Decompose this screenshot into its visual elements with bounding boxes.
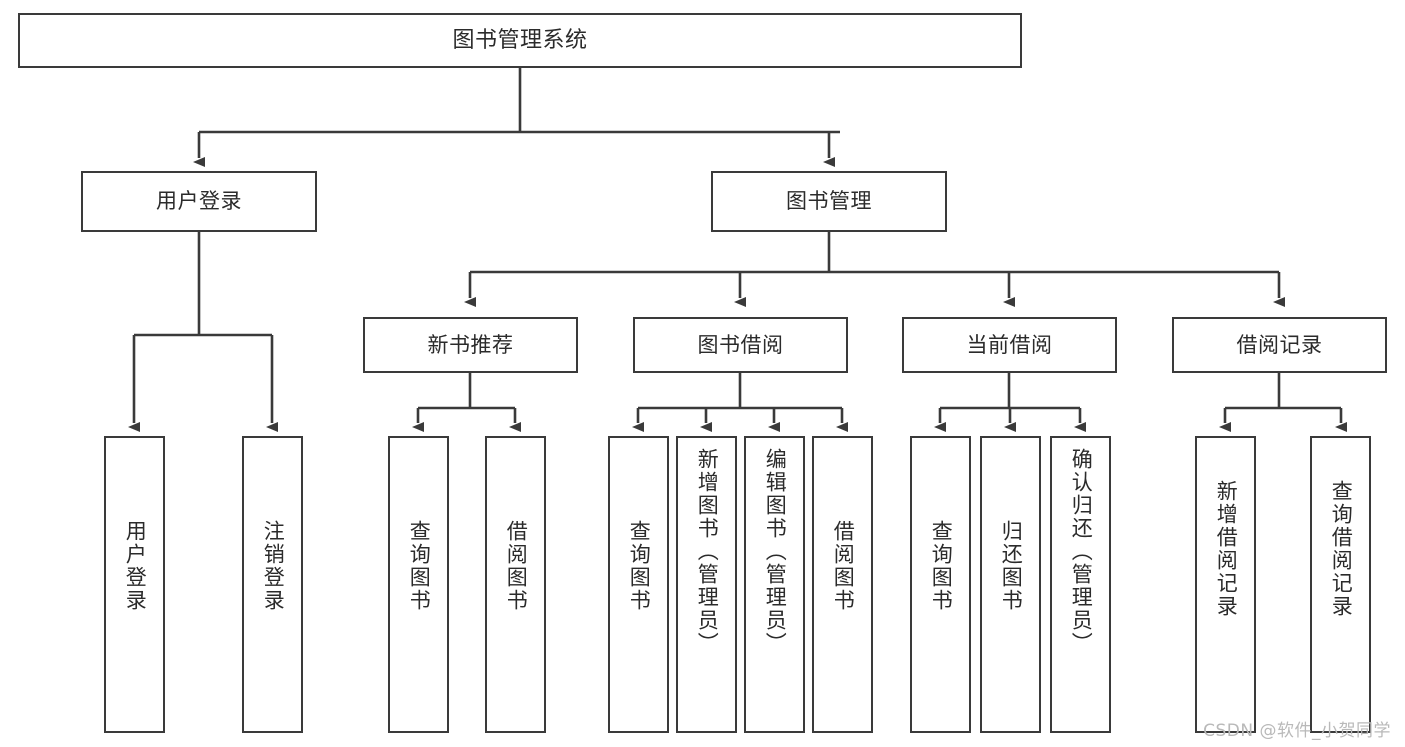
node-current-borrow-label: 当前借阅 <box>966 332 1053 357</box>
leaf-logout[interactable]: 注销登录 <box>242 436 303 733</box>
watermark-text: CSDN @软件_小贺同学 <box>1203 721 1391 741</box>
node-new-book-recommend-label: 新书推荐 <box>427 332 514 357</box>
leaf-confirm-return[interactable]: 确认归还（管理员） <box>1050 436 1111 733</box>
node-user-login-label: 用户登录 <box>156 189 242 214</box>
leaf-query-book-3[interactable]: 查询图书 <box>910 436 971 733</box>
node-borrow-record-label: 借阅记录 <box>1236 332 1323 357</box>
leaf-query-book-3-label: 查询图书 <box>929 520 954 612</box>
leaf-edit-book[interactable]: 编辑图书（管理员） <box>744 436 805 733</box>
leaf-add-book[interactable]: 新增图书（管理员） <box>676 436 737 733</box>
node-borrow-record[interactable]: 借阅记录 <box>1172 317 1387 373</box>
node-book-manage-label: 图书管理 <box>786 189 872 214</box>
node-book-borrow[interactable]: 图书借阅 <box>633 317 848 373</box>
node-user-login[interactable]: 用户登录 <box>81 171 317 232</box>
node-root-label: 图书管理系统 <box>452 27 588 53</box>
leaf-confirm-return-label: 确认归还（管理员） <box>1069 448 1094 655</box>
node-book-borrow-label: 图书借阅 <box>697 332 784 357</box>
node-root[interactable]: 图书管理系统 <box>18 13 1022 68</box>
leaf-add-record-label: 新增借阅记录 <box>1214 480 1239 618</box>
leaf-user-login[interactable]: 用户登录 <box>104 436 165 733</box>
leaf-query-book-2-label: 查询图书 <box>627 520 652 612</box>
leaf-borrow-book-1[interactable]: 借阅图书 <box>485 436 546 733</box>
leaf-borrow-book-1-label: 借阅图书 <box>504 520 529 612</box>
leaf-query-book-2[interactable]: 查询图书 <box>608 436 669 733</box>
leaf-query-record[interactable]: 查询借阅记录 <box>1310 436 1371 733</box>
leaf-return-book-label: 归还图书 <box>999 520 1024 612</box>
leaf-edit-book-label: 编辑图书（管理员） <box>763 448 788 655</box>
leaf-query-book-1-label: 查询图书 <box>407 520 432 612</box>
node-current-borrow[interactable]: 当前借阅 <box>902 317 1117 373</box>
leaf-borrow-book-2[interactable]: 借阅图书 <box>812 436 873 733</box>
leaf-add-book-label: 新增图书（管理员） <box>695 448 720 655</box>
leaf-query-record-label: 查询借阅记录 <box>1329 480 1354 618</box>
leaf-query-book-1[interactable]: 查询图书 <box>388 436 449 733</box>
leaf-borrow-book-2-label: 借阅图书 <box>831 520 856 612</box>
node-new-book-recommend[interactable]: 新书推荐 <box>363 317 578 373</box>
leaf-add-record[interactable]: 新增借阅记录 <box>1195 436 1256 733</box>
leaf-logout-label: 注销登录 <box>261 520 286 612</box>
leaf-user-login-label: 用户登录 <box>123 520 148 612</box>
node-book-manage[interactable]: 图书管理 <box>711 171 947 232</box>
leaf-return-book[interactable]: 归还图书 <box>980 436 1041 733</box>
